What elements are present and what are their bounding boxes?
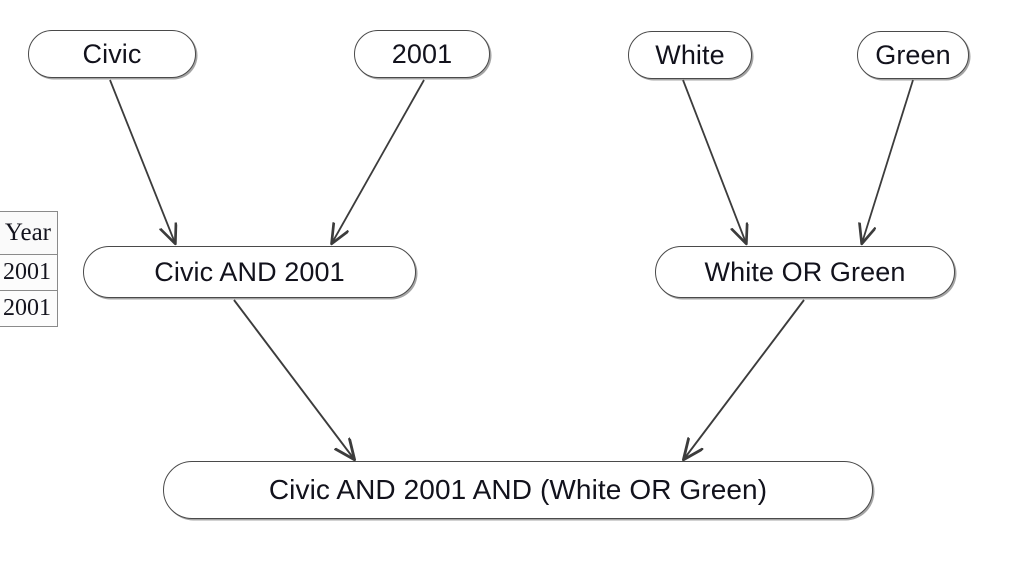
node-root-expression-label: Civic AND 2001 AND (White OR Green) [268, 474, 768, 505]
edge-2001-to-civic-and-2001 [332, 79, 425, 243]
node-root-expression[interactable]: Civic AND 2001 AND (White OR Green) [163, 461, 873, 519]
node-civic-label: Civic [82, 38, 142, 69]
edge-civic-and-2001-to-root [233, 299, 354, 459]
table-row: 2001 [0, 254, 58, 291]
result-table: Year 2001 2001 [0, 211, 58, 327]
table-header-row: Year [0, 211, 58, 255]
table-cell-year: 2001 [0, 290, 58, 327]
node-2001[interactable]: 2001 [354, 30, 490, 78]
edge-white-or-green-to-root [684, 299, 805, 459]
node-white-or-green[interactable]: White OR Green [655, 246, 955, 298]
node-white-or-green-label: White OR Green [704, 256, 906, 287]
node-civic-and-2001[interactable]: Civic AND 2001 [83, 246, 416, 298]
table-header-year: Year [0, 211, 58, 255]
node-white[interactable]: White [628, 31, 752, 79]
node-civic[interactable]: Civic [28, 30, 196, 78]
table-cell-year: 2001 [0, 254, 58, 291]
edge-white-to-white-or-green [682, 79, 746, 243]
node-civic-and-2001-label: Civic AND 2001 [154, 256, 345, 287]
node-white-label: White [655, 39, 725, 70]
node-2001-label: 2001 [391, 38, 453, 69]
table-row: 2001 [0, 290, 58, 327]
edge-civic-to-civic-and-2001 [109, 79, 175, 243]
node-green-label: Green [875, 39, 951, 70]
node-green[interactable]: Green [857, 31, 969, 79]
edge-green-to-white-or-green [862, 79, 914, 243]
